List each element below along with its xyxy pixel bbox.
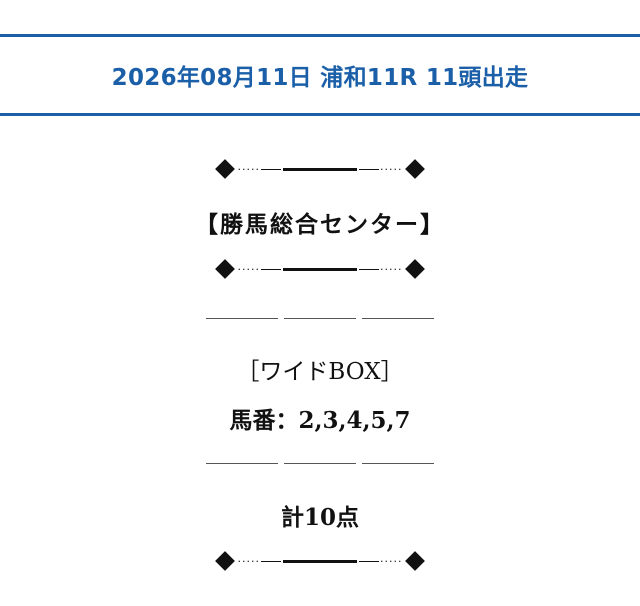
thick-line-decoration: [283, 167, 357, 171]
bet-type: ［ワイドBOX］: [236, 359, 404, 385]
thin-line-decoration: [261, 268, 281, 270]
source-name: 【勝馬総合センター】: [195, 211, 445, 238]
ornament-divider-bottom: ····· ·····: [0, 551, 640, 571]
diamond-icon: [214, 259, 235, 279]
separator-segment: [362, 318, 434, 319]
diamond-icon: [405, 551, 426, 571]
dots-decoration: ·····: [237, 554, 260, 568]
diamond-icon: [405, 259, 426, 279]
separator-segment: [284, 463, 356, 464]
dots-decoration: ·····: [380, 554, 403, 568]
thick-line-decoration: [283, 267, 357, 271]
diamond-icon: [214, 159, 235, 179]
source-row: 【勝馬総合センター】: [0, 202, 640, 242]
race-header: 2026年08月11日 浦和11R 11頭出走: [0, 34, 640, 116]
total-points: 計10点: [280, 504, 359, 531]
separator-line-top: [0, 318, 640, 319]
diamond-icon: [214, 551, 235, 571]
ornament-divider-top: ····· ·····: [0, 159, 640, 179]
separator-segment: [206, 463, 278, 464]
diamond-icon: [405, 159, 426, 179]
separator-segment: [284, 318, 356, 319]
horse-numbers: 馬番：2,3,4,5,7: [229, 407, 411, 434]
thin-line-decoration: [359, 268, 379, 270]
thin-line-decoration: [261, 168, 281, 170]
total-row: 計10点: [0, 495, 640, 535]
thin-line-decoration: [359, 560, 379, 562]
race-title: 2026年08月11日 浦和11R 11頭出走: [111, 65, 529, 91]
separator-segment: [362, 463, 434, 464]
thin-line-decoration: [261, 560, 281, 562]
dots-decoration: ·····: [237, 162, 260, 176]
separator-line-bottom: [0, 463, 640, 464]
separator-segment: [206, 318, 278, 319]
bet-type-row: ［ワイドBOX］: [0, 350, 640, 388]
horses-row: 馬番：2,3,4,5,7: [0, 398, 640, 438]
dots-decoration: ·····: [380, 262, 403, 276]
ornament-divider-middle: ····· ·····: [0, 259, 640, 279]
thick-line-decoration: [283, 559, 357, 563]
dots-decoration: ·····: [380, 162, 403, 176]
thin-line-decoration: [359, 168, 379, 170]
dots-decoration: ·····: [237, 262, 260, 276]
